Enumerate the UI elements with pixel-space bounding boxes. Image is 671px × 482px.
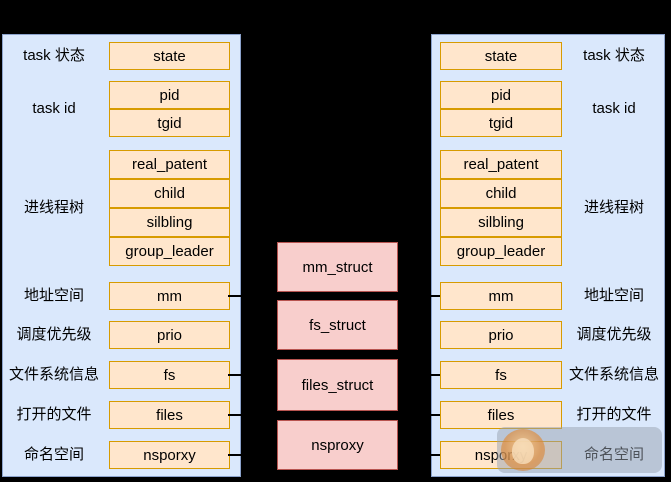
field-box-state-left: state: [109, 42, 230, 70]
field-box-mm-left: mm: [109, 282, 230, 310]
group-label-task-id-right: task id: [592, 100, 636, 117]
field-box-group-leader-right: group_leader: [440, 237, 562, 266]
connector-fs-right: [424, 374, 442, 376]
field-box-silbling-right: silbling: [440, 208, 562, 237]
field-box-fs-left: fs: [109, 361, 230, 389]
field-box-group-leader-left: group_leader: [109, 237, 230, 266]
connector-nsporxy-left: [228, 454, 246, 456]
connector-files-left: [228, 414, 246, 416]
connector-nsporxy-right: [424, 454, 442, 456]
group-label-process-tree-right: 进线程树: [583, 199, 644, 216]
field-box-prio-right: prio: [440, 321, 562, 349]
field-box-pid-left: pid: [109, 81, 230, 109]
group-label-fs-info-left: 文件系统信息: [8, 366, 99, 383]
field-box-child-right: child: [440, 179, 562, 208]
group-label-fs-info-right: 文件系统信息: [568, 366, 659, 383]
field-box-tgid-right: tgid: [440, 109, 562, 137]
field-box-files-right: files: [440, 401, 562, 429]
struct-box-files-struct: files_struct: [277, 359, 398, 411]
group-label-process-tree-left: 进线程树: [23, 199, 84, 216]
connector-fs-left: [228, 374, 246, 376]
group-label-address-space-right: 地址空间: [583, 287, 644, 304]
group-label-address-space-left: 地址空间: [23, 287, 84, 304]
group-label-task-id-left: task id: [32, 100, 76, 117]
connector-mm-right: [424, 295, 442, 297]
group-label-task-state-right: task 状态: [583, 47, 645, 64]
watermark-badge: [497, 427, 662, 473]
group-label-sched-priority-left: 调度优先级: [16, 326, 92, 343]
field-box-tgid-left: tgid: [109, 109, 230, 137]
field-box-state-right: state: [440, 42, 562, 70]
field-box-pid-right: pid: [440, 81, 562, 109]
logo-badge-inner-shape: [512, 438, 534, 464]
field-box-files-left: files: [109, 401, 230, 429]
field-box-prio-left: prio: [109, 321, 230, 349]
field-box-real-patent-right: real_patent: [440, 150, 562, 179]
field-box-child-left: child: [109, 179, 230, 208]
struct-box-nsproxy: nsproxy: [277, 420, 398, 470]
group-label-task-state-left: task 状态: [23, 47, 85, 64]
field-box-real-patent-left: real_patent: [109, 150, 230, 179]
struct-box-mm-struct: mm_struct: [277, 242, 398, 292]
field-box-nsporxy-left: nsporxy: [109, 441, 230, 469]
field-box-mm-right: mm: [440, 282, 562, 310]
group-label-namespace-left: 命名空间: [23, 446, 84, 463]
struct-box-fs-struct: fs_struct: [277, 300, 398, 350]
group-label-sched-priority-right: 调度优先级: [576, 326, 652, 343]
connector-mm-left: [228, 295, 246, 297]
logo-badge-icon: [501, 429, 545, 471]
field-box-fs-right: fs: [440, 361, 562, 389]
field-box-silbling-left: silbling: [109, 208, 230, 237]
group-label-open-files-left: 打开的文件: [16, 406, 92, 423]
connector-files-right: [424, 414, 442, 416]
group-label-open-files-right: 打开的文件: [576, 406, 652, 423]
